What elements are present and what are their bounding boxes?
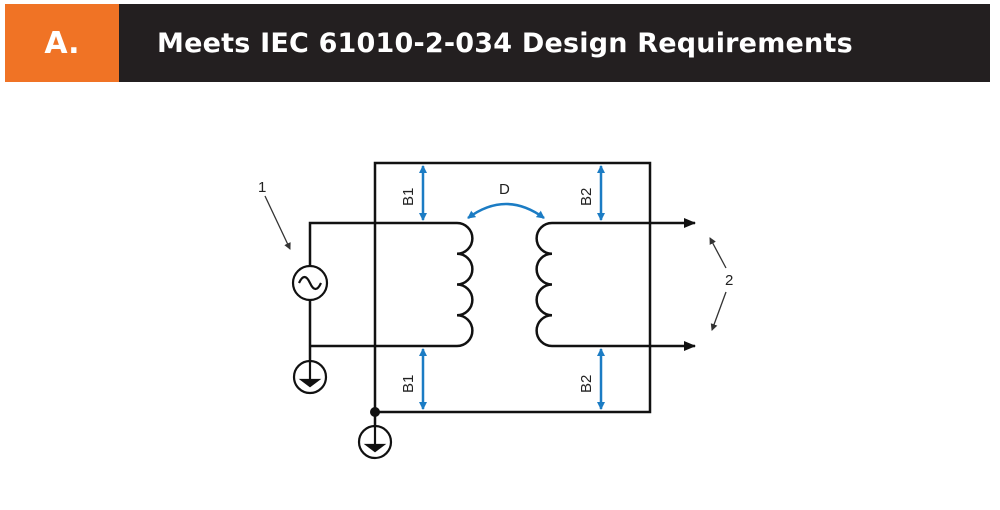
leader-1 [264, 195, 291, 250]
primary-wire [308, 221, 457, 361]
primary-coil [456, 221, 474, 348]
section-title-bar: Meets IEC 61010-2-034 Design Requirement… [119, 4, 990, 82]
ground-icon [292, 359, 328, 395]
section-letter: A. [44, 25, 80, 61]
leader-2-top [709, 237, 727, 269]
label-2: 2 [725, 272, 733, 289]
label-1: 1 [258, 179, 266, 196]
label-b2-top: B2 [578, 188, 595, 206]
label-b1-top: B1 [400, 188, 417, 206]
ac-source-icon [291, 264, 329, 302]
label-b1-bottom: B1 [400, 375, 417, 393]
label-d: D [499, 181, 510, 198]
section-letter-badge: A. [5, 4, 119, 82]
secondary-coil [535, 221, 553, 348]
leader-2-bottom [710, 291, 727, 331]
junction-dot [370, 407, 380, 417]
d-arc-arrow [467, 202, 545, 220]
label-b2-bottom: B2 [578, 375, 595, 393]
section-title: Meets IEC 61010-2-034 Design Requirement… [157, 27, 853, 59]
protective-earth-icon [357, 424, 393, 460]
enclosure-box [373, 161, 652, 414]
